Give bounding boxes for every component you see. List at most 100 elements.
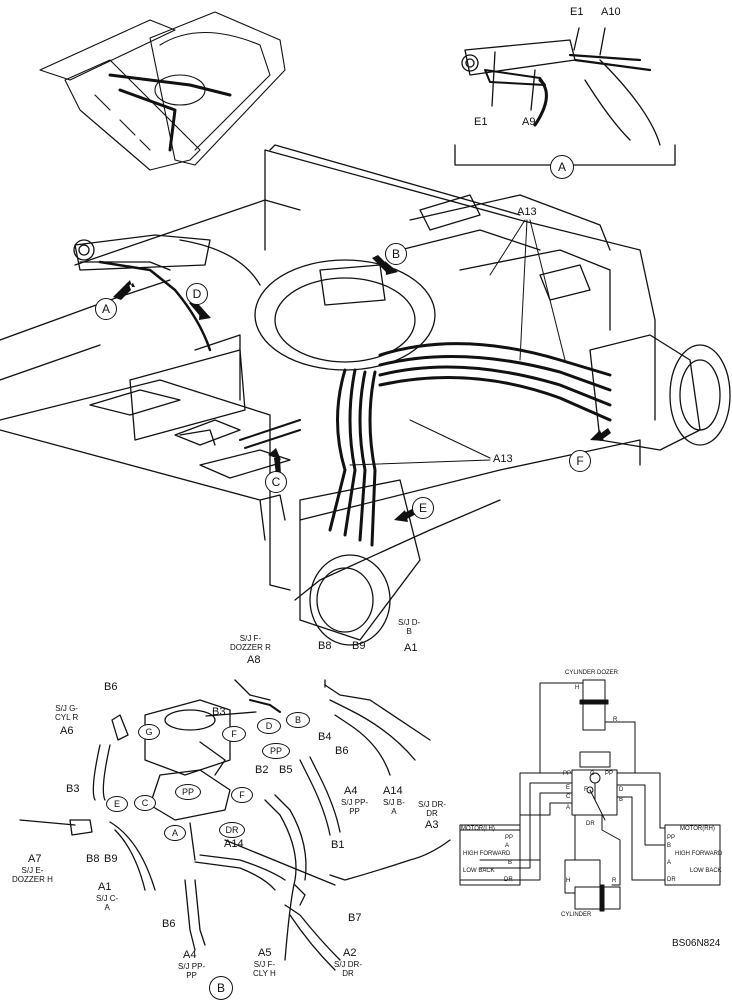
sch-rh-b: B — [667, 843, 672, 849]
label-a9: A9 — [522, 116, 536, 128]
sch-lh-lb: LOW BACK — [463, 868, 495, 874]
label-a14-mid: A14 — [224, 838, 244, 850]
label-a8-sub: S/J F- DOZZER R — [230, 634, 271, 652]
marker-f: F — [569, 450, 591, 472]
sch-dr-c: DR — [586, 821, 595, 827]
label-b3-top: B3 — [212, 706, 226, 718]
marker-c: C — [265, 471, 287, 493]
port-dr: DR — [219, 822, 245, 838]
sch-rh-a: A — [667, 860, 672, 866]
label-b6-mid: B6 — [335, 745, 349, 757]
sch-lh-a: A — [505, 843, 510, 849]
sch-lh-dr: DR — [504, 877, 513, 883]
main-undercarriage — [0, 144, 731, 646]
port-a: A — [164, 825, 186, 841]
label-a7: A7 — [28, 853, 42, 865]
schematic — [459, 679, 721, 912]
marker-e: E — [412, 497, 434, 519]
label-a2-sub: S/J DR- DR — [334, 960, 362, 978]
main-leaders — [349, 219, 566, 466]
sch-pp-l: PP — [563, 771, 572, 777]
sch-rh-pp: PP — [667, 835, 676, 841]
arrows — [113, 255, 611, 522]
label-a4-low-sub: S/J PP- PP — [178, 962, 206, 980]
sch-cyl-dozer: CYLINDER DOZER — [565, 670, 619, 676]
label-a14-right: A14 — [383, 785, 403, 797]
label-a2: A2 — [343, 947, 357, 959]
label-b9-low: B9 — [104, 853, 118, 865]
sch-motor-lh: MOTOR(LH) — [461, 826, 495, 832]
label-b3-left: B3 — [66, 783, 80, 795]
label-a4-right: A4 — [344, 785, 358, 797]
sch-f-c: F — [584, 787, 588, 793]
label-a14-right-sub: S/J B- A — [383, 798, 405, 816]
label-a1-sub: S/J D- B — [398, 618, 421, 636]
label-a7-sub: S/J E- DOZZER H — [12, 866, 53, 884]
label-a5-sub: S/J F- CLY H — [253, 960, 276, 978]
sch-pp-r: PP — [605, 771, 614, 777]
label-b4: B4 — [318, 731, 332, 743]
label-b6-top: B6 — [104, 681, 118, 693]
sch-a-l: A — [566, 805, 571, 811]
sch-rh-dr: DR — [667, 877, 676, 883]
label-b7: B7 — [348, 912, 362, 924]
marker-d: D — [186, 283, 208, 305]
label-a6: A6 — [60, 725, 74, 737]
port-pp1: PP — [262, 743, 290, 759]
label-b8: B8 — [318, 640, 332, 652]
port-c: C — [134, 795, 156, 811]
label-b9: B9 — [352, 640, 366, 652]
label-a4-low: A4 — [183, 949, 197, 961]
detail-a — [454, 27, 676, 166]
label-a13-top: A13 — [517, 206, 537, 218]
label-a8: A8 — [247, 654, 261, 666]
sch-d-r: D — [619, 787, 624, 793]
sch-b-r: B — [619, 797, 624, 803]
label-b5: B5 — [279, 764, 293, 776]
sch-h-top: H — [575, 685, 580, 691]
label-b6-low: B6 — [162, 918, 176, 930]
label-a1-low-sub: S/J C- A — [96, 894, 119, 912]
sch-h-bot: H — [566, 878, 571, 884]
sch-lh-pp: PP — [505, 835, 514, 841]
port-f2: F — [231, 787, 253, 803]
port-b: B — [286, 712, 310, 728]
port-e: E — [106, 796, 128, 812]
sch-e-l: E — [566, 785, 571, 791]
label-b1: B1 — [331, 839, 345, 851]
detail-b-marker: B — [209, 976, 233, 1000]
port-pp2: PP — [175, 784, 201, 800]
sch-motor-rh: MOTOR(RH) — [680, 826, 715, 832]
label-a1-low: A1 — [98, 881, 112, 893]
label-a6-sub: S/J G- CYL R — [55, 704, 79, 722]
sch-cylinder: CYLINDER — [561, 912, 592, 918]
sch-rh-hf: HIGH FORWARD — [675, 851, 723, 857]
sch-lh-b: B — [508, 860, 513, 866]
label-a1: A1 — [404, 642, 418, 654]
label-a3-sub: S/J DR- DR — [418, 800, 446, 818]
sch-rh-lb: LOW BACK — [690, 868, 722, 874]
detail-a-marker: A — [550, 155, 574, 179]
label-e1-top: E1 — [570, 6, 584, 18]
sch-lh-hf: HIGH FORWARD — [463, 851, 511, 857]
detail-b — [19, 679, 451, 971]
label-a3: A3 — [425, 819, 439, 831]
port-f1: F — [222, 726, 246, 742]
label-a10: A10 — [601, 6, 621, 18]
label-a5: A5 — [258, 947, 272, 959]
port-d: D — [257, 718, 281, 734]
label-a13-mid: A13 — [493, 453, 513, 465]
marker-b: B — [385, 243, 407, 265]
label-b8-low: B8 — [86, 853, 100, 865]
sch-r-top: R — [613, 717, 618, 723]
label-b2: B2 — [255, 764, 269, 776]
sch-c-l: C — [566, 794, 571, 800]
port-g: G — [138, 724, 160, 740]
marker-a: A — [95, 298, 117, 320]
label-a4-right-sub: S/J PP- PP — [341, 798, 369, 816]
thumbnail-undercarriage — [39, 11, 286, 171]
sch-r-bot: R — [612, 878, 617, 884]
sch-g-c: G — [590, 771, 595, 777]
label-e1-bottom: E1 — [474, 116, 488, 128]
